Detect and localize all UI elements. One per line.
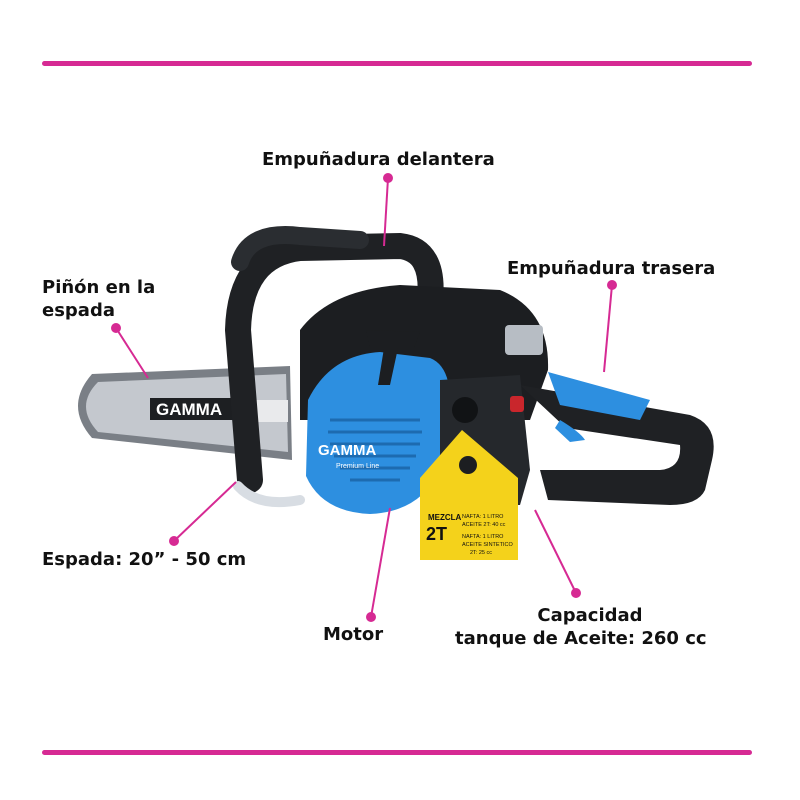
callout-rear-handle: Empuñadura trasera xyxy=(507,258,716,279)
bar-label xyxy=(254,400,288,422)
dot-oil xyxy=(571,588,581,598)
callout-oil-line-1: Capacidad xyxy=(537,605,643,626)
dot-rear-handle xyxy=(607,280,617,290)
top-divider xyxy=(42,61,752,66)
leader-pinion xyxy=(115,327,149,379)
starter-pull-handle xyxy=(366,330,420,385)
callout-bar: Espada: 20” - 50 cm xyxy=(42,549,247,570)
leader-rear-handle xyxy=(603,284,613,373)
dot-pinion xyxy=(111,323,121,333)
callout-motor: Motor xyxy=(323,624,384,645)
dot-bar xyxy=(169,536,179,546)
leader-front-handle xyxy=(383,177,389,247)
tag-hole xyxy=(459,456,477,474)
tag-heading: MEZCLA xyxy=(428,513,462,522)
body-brand-text: GAMMA xyxy=(318,442,376,459)
choke-knob xyxy=(510,396,524,412)
tag-line-3: NAFTA: 1 LITRO xyxy=(462,534,504,540)
callout-pinion-line-2: espada xyxy=(42,300,115,321)
callout-front-handle: Empuñadura delantera xyxy=(262,149,495,170)
tag-line-2: ACEITE 2T: 40 cc xyxy=(462,522,506,528)
leader-motor xyxy=(370,507,391,618)
tag-line-5: 2T: 25 cc xyxy=(470,550,492,556)
tag-line-4: ACEITE SINTETICO xyxy=(462,542,513,548)
tag-line-1: NAFTA: 1 LITRO xyxy=(462,514,504,520)
warning-tag: MEZCLA 2T NAFTA: 1 LITRO ACEITE 2T: 40 c… xyxy=(420,430,518,560)
bar-logo-strip xyxy=(150,398,250,420)
callout-pinion: Piñón en la espada xyxy=(42,276,155,322)
top-sticker xyxy=(505,325,543,355)
tag-big-text: 2T xyxy=(426,524,447,544)
callout-pinion-line-1: Piñón en la xyxy=(42,277,156,298)
leader-oil xyxy=(534,509,577,594)
callout-oil-capacity: Capacidad tanque de Aceite: 260 cc xyxy=(455,604,707,650)
front-handle-shape xyxy=(224,232,444,493)
throttle-trigger xyxy=(555,420,585,442)
front-handle-base xyxy=(233,481,305,508)
callout-leaders xyxy=(111,173,617,622)
rear-handle-grip xyxy=(548,372,650,420)
dot-motor xyxy=(366,612,376,622)
dot-front-handle xyxy=(383,173,393,183)
callout-oil-line-2: tanque de Aceite: 260 cc xyxy=(455,628,707,649)
body-subbrand-text: Premium Line xyxy=(336,463,379,470)
tag-shape xyxy=(420,430,518,560)
bottom-divider xyxy=(42,750,752,755)
leader-bar xyxy=(173,481,237,542)
front-handle-guard xyxy=(231,226,369,271)
bar-brand-text: GAMMA xyxy=(156,400,222,419)
cooling-vents xyxy=(328,418,422,482)
rear-handle-shape xyxy=(520,385,714,505)
fuel-cap xyxy=(452,397,478,423)
